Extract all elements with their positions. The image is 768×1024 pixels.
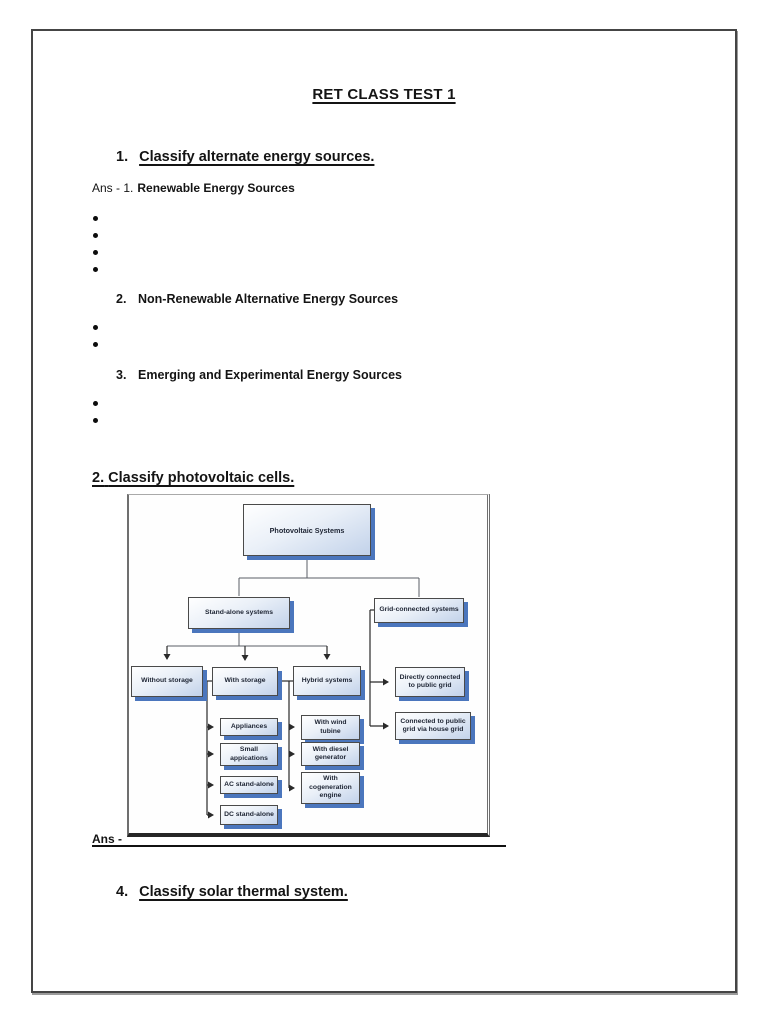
diagram-node-without-storage: Without storage — [131, 666, 203, 697]
question-1-title: Classify alternate energy sources. — [139, 149, 375, 165]
answer-1-prefix: Ans - 1. — [92, 181, 134, 195]
bullet-point — [93, 233, 98, 238]
bullet-point — [93, 401, 98, 406]
diagram-node-diesel-generator: With diesel generator — [301, 742, 360, 766]
diagram-node-stand-alone-systems: Stand-alone systems — [188, 597, 290, 629]
diagram-node-with-storage: With storage — [212, 667, 278, 696]
question-2-number: 2. — [92, 470, 105, 486]
diagram-node-hybrid-systems: Hybrid systems — [293, 666, 361, 696]
question-2-heading: 2. Classify photovoltaic cells. — [92, 470, 294, 486]
answer-2-prefix: Ans - — [92, 832, 122, 846]
answer-2-blank-line — [92, 845, 506, 847]
bullet-point — [93, 325, 98, 330]
page-title-text: RET CLASS TEST 1 — [312, 86, 456, 103]
answer-1-section-2-number: 2. — [116, 292, 127, 306]
question-4-number: 4. — [116, 884, 129, 900]
pv-classification-diagram: Photovoltaic Systems Stand-alone systems… — [127, 494, 490, 837]
question-4-heading: 4. Classify solar thermal system. — [116, 884, 348, 900]
bullet-list-emerging — [93, 401, 98, 423]
bullet-list-renewable — [93, 216, 98, 272]
page-title: RET CLASS TEST 1 — [0, 86, 768, 103]
answer-1-section-3-heading: 3. Emerging and Experimental Energy Sourc… — [116, 368, 402, 382]
answer-1-section-3-number: 3. — [116, 368, 127, 382]
answer-1-section-3-title: Emerging and Experimental Energy Sources — [138, 368, 402, 382]
diagram-node-appliances: Appliances — [220, 718, 278, 736]
bullet-list-non-renewable — [93, 325, 98, 347]
bullet-point — [93, 342, 98, 347]
diagram-node-dc-stand-alone: DC stand-alone — [220, 805, 278, 825]
diagram-node-photovoltaic-systems: Photovoltaic Systems — [243, 504, 371, 556]
question-4-title: Classify solar thermal system. — [139, 884, 348, 900]
diagram-node-ac-stand-alone: AC stand-alone — [220, 776, 278, 794]
answer-1-line: Ans - 1.Renewable Energy Sources — [92, 181, 295, 195]
diagram-node-via-house-grid: Connected to public grid via house grid — [395, 712, 471, 740]
bullet-point — [93, 250, 98, 255]
diagram-node-grid-connected-systems: Grid-connected systems — [374, 598, 464, 623]
question-2-title: Classify photovoltaic cells. — [108, 470, 295, 486]
bullet-point — [93, 216, 98, 221]
question-1-number: 1. — [116, 149, 129, 165]
question-1-heading: 1. Classify alternate energy sources. — [116, 149, 374, 165]
bullet-point — [93, 267, 98, 272]
diagram-node-cogeneration-engine: With cogeneration engine — [301, 772, 360, 804]
diagram-node-directly-connected: Directly connected to public grid — [395, 667, 465, 697]
answer-1-section-2-title: Non-Renewable Alternative Energy Sources — [138, 292, 399, 306]
bullet-point — [93, 418, 98, 423]
diagram-node-wind-turbine: With wind tubine — [301, 715, 360, 740]
answer-1-section-1-heading: Renewable Energy Sources — [137, 181, 295, 195]
diagram-connectors — [163, 556, 420, 819]
diagram-node-small-applications: Small appications — [220, 743, 278, 766]
answer-1-section-2-heading: 2. Non-Renewable Alternative Energy Sourc… — [116, 292, 398, 306]
